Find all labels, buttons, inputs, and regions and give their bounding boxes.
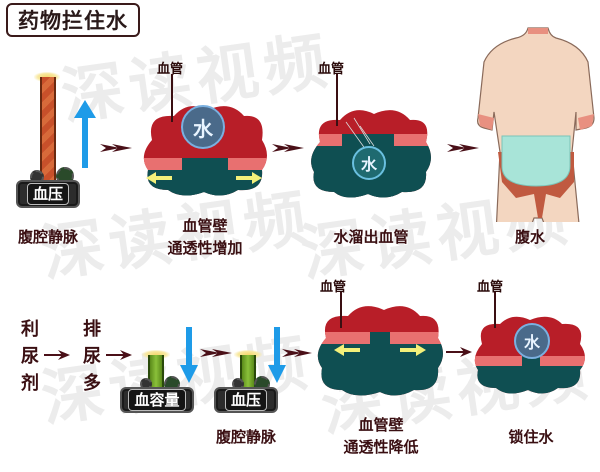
gauge-base: 血压 <box>16 180 80 208</box>
vessel-decreased-permeability <box>317 306 443 396</box>
vessel-increased-permeability <box>143 106 267 196</box>
char: 剂 <box>21 373 39 394</box>
flow-arrow-icon <box>446 347 472 357</box>
caption-ascites: 腹水 <box>514 228 545 246</box>
char: 尿 <box>21 346 39 367</box>
diuretic-label: 利 尿 剂 <box>18 316 42 397</box>
water-ball: 水 <box>181 105 225 149</box>
torso-ascites-illustration <box>477 27 595 222</box>
pointer-line <box>336 74 338 126</box>
flow-arrow-icon <box>447 144 479 152</box>
caption-permeability-down: 血管壁 通透性降低 <box>326 414 436 458</box>
pointer-line <box>340 292 342 328</box>
flow-arrow-icon <box>272 144 304 152</box>
caption-line-2: 通透性增加 <box>167 239 243 257</box>
gauge-glow <box>234 350 262 359</box>
pointer-line <box>171 74 173 122</box>
volume-tube <box>148 355 164 387</box>
pointer-label-vessel: 血管 <box>318 62 345 77</box>
gauge-label: 血容量 <box>128 389 186 411</box>
gauge-base: 血压 <box>214 387 278 413</box>
caption-water-leaks: 水溜出血管 <box>333 228 409 246</box>
caption-water-locked: 锁住水 <box>508 428 554 446</box>
char: 多 <box>83 373 101 394</box>
gauge-label: 血压 <box>26 183 69 205</box>
pointer-line <box>494 292 496 328</box>
down-arrow-icon <box>180 327 198 383</box>
caption-line-1: 血管壁 <box>358 416 404 434</box>
caption-line-2: 通透性降低 <box>343 438 419 456</box>
water-ball: 水 <box>352 146 386 180</box>
up-arrow-icon <box>74 100 96 168</box>
caption-permeability-up: 血管壁 通透性增加 <box>150 215 260 259</box>
gauge-label: 血压 <box>224 389 267 411</box>
char: 尿 <box>83 346 101 367</box>
flow-arrow-icon <box>44 350 70 360</box>
flow-arrow-icon <box>282 349 312 357</box>
gauge-glow <box>142 350 170 359</box>
flow-arrow-icon <box>106 350 132 360</box>
pressure-tube <box>240 355 256 387</box>
pointer-label-vessel: 血管 <box>157 62 184 77</box>
down-arrow-icon <box>268 327 286 383</box>
flow-arrow-icon <box>100 144 132 152</box>
more-urine-label: 排 尿 多 <box>80 316 104 397</box>
char: 排 <box>83 319 101 340</box>
flow-arrow-icon <box>200 349 232 357</box>
page-title: 药物拦住水 <box>6 3 140 37</box>
caption-abdominal-vein: 腹腔静脉 <box>17 228 78 246</box>
caption-line-1: 血管壁 <box>182 217 228 235</box>
pressure-tube <box>40 77 56 181</box>
water-ball: 水 <box>514 323 550 359</box>
pointer-label-vessel: 血管 <box>320 280 347 295</box>
pointer-label-vessel: 血管 <box>477 280 504 295</box>
caption-abdominal-vein: 腹腔静脉 <box>215 428 276 446</box>
gauge-base: 血容量 <box>120 387 194 413</box>
char: 利 <box>21 319 39 340</box>
